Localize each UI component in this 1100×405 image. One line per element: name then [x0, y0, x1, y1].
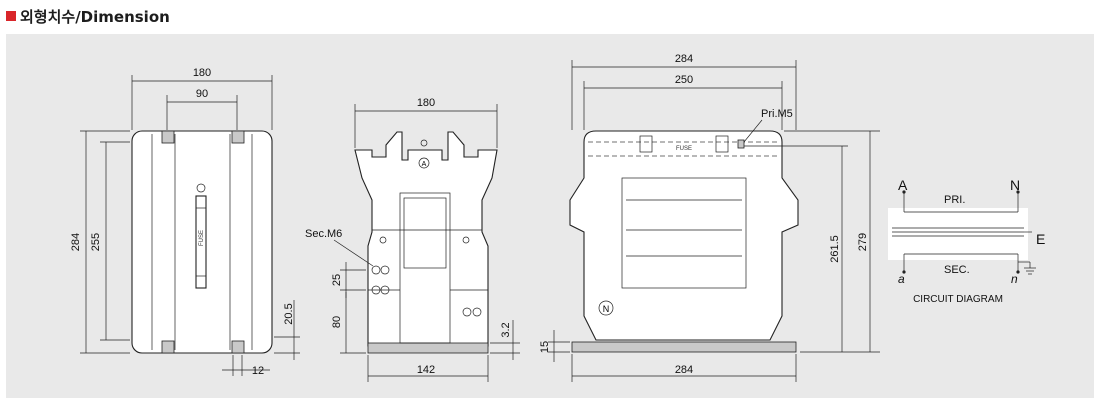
section-header: 외형치수/Dimension	[6, 4, 170, 28]
front-view-dimensions: 180 90 284 255 20.5 12	[70, 67, 300, 377]
circuit-label-a: A	[898, 177, 908, 193]
top-view-dimensions: 284 250 Pri.M5 261.5 279 15 284	[539, 53, 880, 382]
front-fuse-label: FUSE	[199, 230, 205, 246]
circuit-label-n: N	[1010, 177, 1020, 193]
top-width-outer: 284	[675, 53, 693, 65]
side-lower-height: 80	[331, 316, 343, 328]
top-marker-n: N	[603, 304, 610, 314]
red-square-icon	[6, 11, 16, 21]
circuit-label-pri: PRI.	[944, 194, 965, 206]
top-base-height: 15	[539, 341, 551, 353]
side-marker-a-circle	[418, 157, 430, 169]
circuit-diagram: A N E PRI. SEC. a n CIRCUIT DIAGRAM	[888, 177, 1045, 305]
top-height-1: 261.5	[829, 235, 841, 263]
side-spacing: 25	[331, 274, 343, 286]
circuit-caption: CIRCUIT DIAGRAM	[913, 294, 1003, 305]
front-width-total: 180	[193, 67, 211, 79]
side-view-dimensions: 180 Sec.M6 25 80 3.2 142	[305, 97, 520, 382]
side-view: A	[354, 131, 498, 354]
circuit-label-a-small: a	[898, 272, 905, 286]
circuit-label-sec: SEC.	[944, 264, 970, 276]
top-fuse-label: FUSE	[676, 146, 692, 152]
top-width-inner: 250	[675, 74, 693, 86]
side-width-top: 180	[417, 97, 435, 109]
top-base-width: 284	[675, 364, 693, 376]
side-base-height: 3.2	[500, 322, 512, 337]
top-marker-n-circle	[598, 300, 614, 316]
front-bottom-offset: 20.5	[283, 303, 295, 324]
top-view: FUSE N	[569, 130, 799, 353]
side-base-width: 142	[417, 364, 435, 376]
front-height-total: 284	[70, 233, 82, 251]
side-screw-icon	[379, 236, 387, 244]
front-view: FUSE	[131, 130, 273, 354]
top-height-2: 279	[857, 233, 869, 251]
front-screw-icon	[196, 183, 206, 193]
front-foot-width: 12	[252, 365, 264, 377]
front-height-inner: 255	[90, 233, 102, 251]
circuit-label-e: E	[1036, 231, 1045, 247]
circuit-label-n-small: n	[1011, 272, 1018, 286]
front-width-inner: 90	[196, 88, 208, 100]
side-terminal-label: Sec.M6	[305, 228, 342, 240]
top-terminal-icon	[737, 139, 745, 149]
section-title: 외형치수/Dimension	[20, 7, 170, 26]
side-marker-a: A	[422, 161, 427, 168]
top-terminal-label: Pri.M5	[761, 108, 793, 120]
